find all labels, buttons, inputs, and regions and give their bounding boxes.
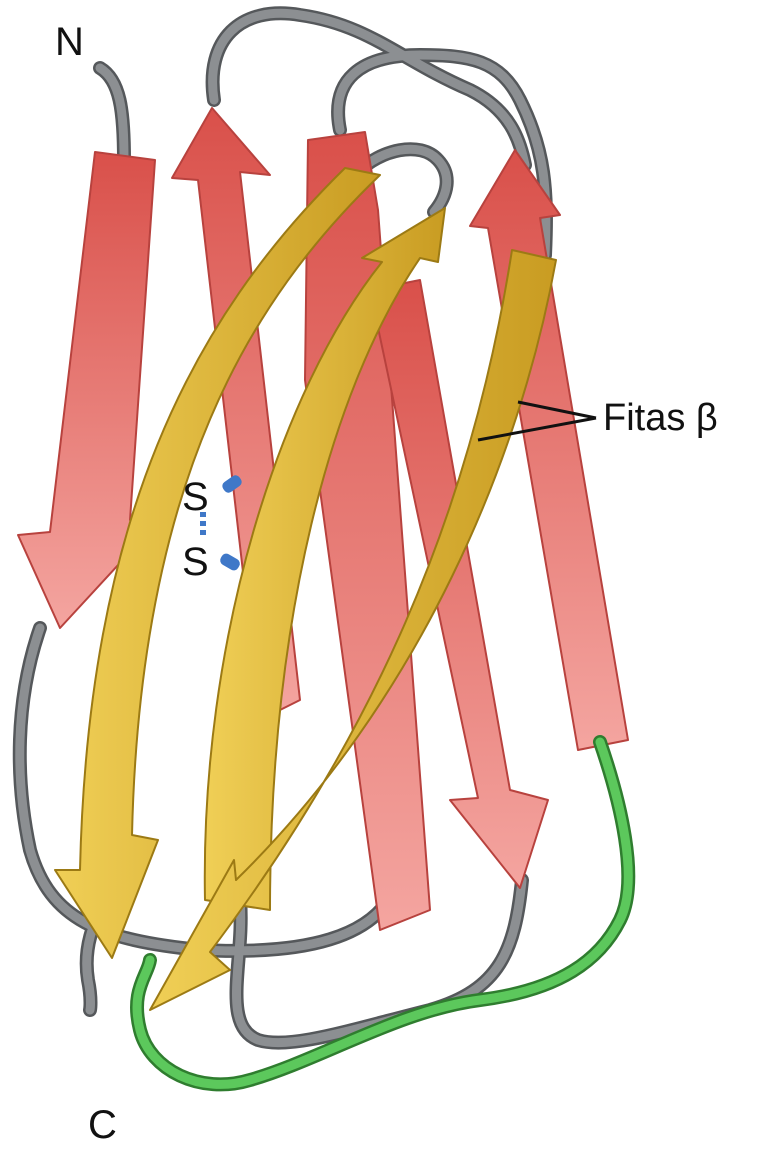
c-terminus-label: C <box>88 1103 117 1147</box>
disulfide-s-bottom: S <box>182 540 209 584</box>
n-terminus-label: N <box>55 20 84 64</box>
disulfide-link-bottom <box>218 552 241 572</box>
disulfide-s-top: S <box>182 475 209 519</box>
strands-label: Fitas β <box>603 397 718 439</box>
